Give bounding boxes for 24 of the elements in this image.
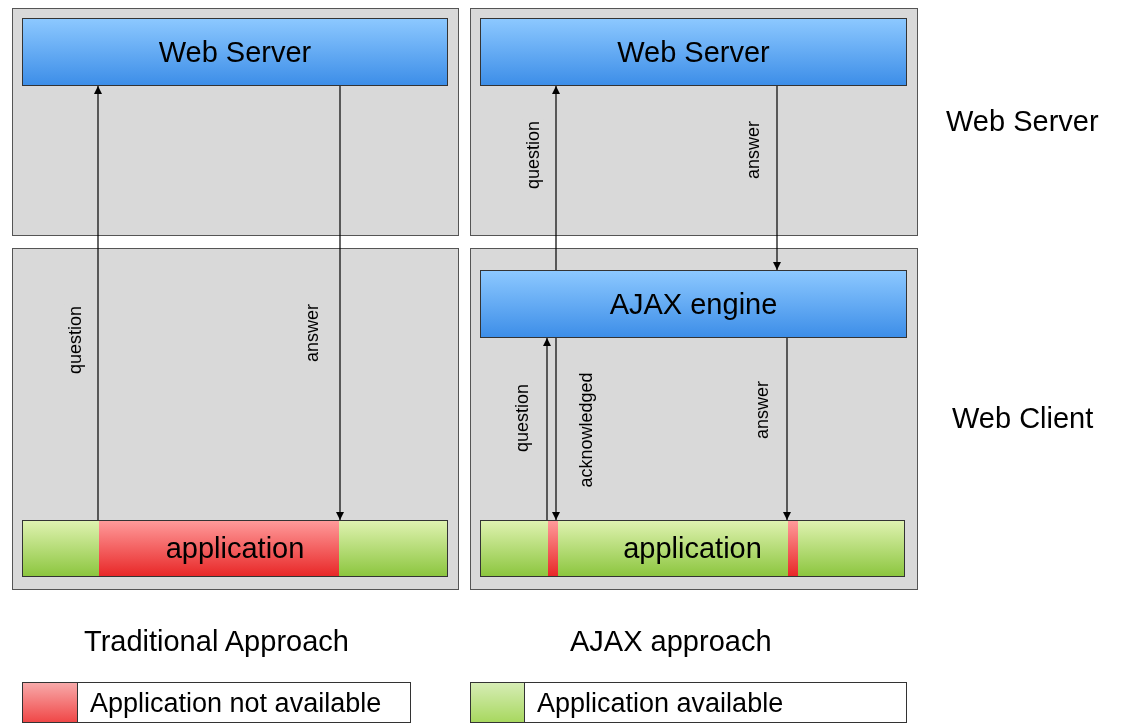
server-box: Web Server	[480, 18, 907, 86]
column-label: Traditional Approach	[84, 625, 349, 658]
arrow	[782, 337, 792, 521]
application-label: application	[165, 532, 305, 565]
panel-background	[12, 248, 459, 590]
row-label: Web Server	[946, 105, 1099, 138]
legend-label: Application not available	[90, 687, 382, 720]
arrow	[335, 85, 345, 521]
panel-background	[470, 248, 918, 590]
server-box: AJAX engine	[480, 270, 907, 338]
arrow	[542, 337, 552, 521]
row-label: Web Client	[952, 402, 1094, 435]
arrow	[551, 85, 561, 271]
server-box: Web Server	[22, 18, 448, 86]
legend-label: Application available	[537, 687, 784, 720]
column-label: AJAX approach	[570, 625, 772, 658]
arrow	[551, 337, 561, 521]
arrow	[93, 85, 103, 521]
application-bar	[22, 520, 448, 577]
application-bar	[480, 520, 905, 577]
panel-background	[470, 8, 918, 236]
panel-background	[12, 8, 459, 236]
application-label: application	[623, 532, 762, 565]
arrow	[772, 85, 782, 271]
